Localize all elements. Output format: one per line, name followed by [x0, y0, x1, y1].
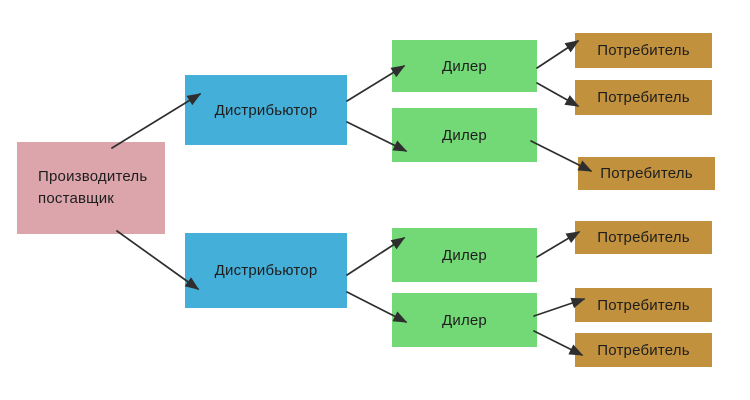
edge-dealer1-consumer2 — [536, 82, 580, 107]
distributor-2-label: Дистрибьютор — [214, 262, 318, 279]
node-consumer-4: Потребитель — [575, 221, 712, 254]
node-consumer-3: Потребитель — [578, 157, 715, 190]
node-dealer-2: Дилер — [392, 108, 537, 162]
dealer-1-label: Дилер — [442, 57, 487, 75]
producer-label-line1: Производитель — [38, 168, 148, 185]
consumer-5-label: Потребитель — [597, 296, 690, 314]
producer-label: Производитель поставщик — [38, 166, 147, 210]
producer-label-line2: поставщик — [38, 190, 115, 207]
node-dealer-4: Дилер — [392, 293, 537, 347]
distributor-1-label: Дистрибьютор — [214, 101, 318, 119]
dealer-3-label: Дилер — [442, 246, 487, 264]
dealer-4-label: Дилер — [442, 311, 487, 329]
consumer-2-label: Потребитель — [597, 89, 690, 106]
node-distributor-1: Дистрибьютор — [185, 75, 347, 145]
dealer-2-label: Дилер — [442, 126, 487, 144]
edge-dealer3-consumer4 — [536, 231, 581, 258]
consumer-3-label: Потребитель — [600, 165, 693, 182]
consumer-1-label: Потребитель — [597, 42, 690, 59]
node-distributor-2: Дистрибьютор — [185, 233, 347, 308]
node-producer: Производитель поставщик — [17, 142, 165, 234]
node-dealer-3: Дилер — [392, 228, 537, 282]
node-consumer-1: Потребитель — [575, 33, 712, 68]
edge-dealer1-consumer1 — [536, 40, 580, 69]
node-consumer-5: Потребитель — [575, 288, 712, 322]
node-consumer-2: Потребитель — [575, 80, 712, 115]
consumer-4-label: Потребитель — [597, 229, 690, 246]
consumer-6-label: Потребитель — [597, 341, 690, 359]
node-dealer-1: Дилер — [392, 40, 537, 92]
node-consumer-6: Потребитель — [575, 333, 712, 367]
